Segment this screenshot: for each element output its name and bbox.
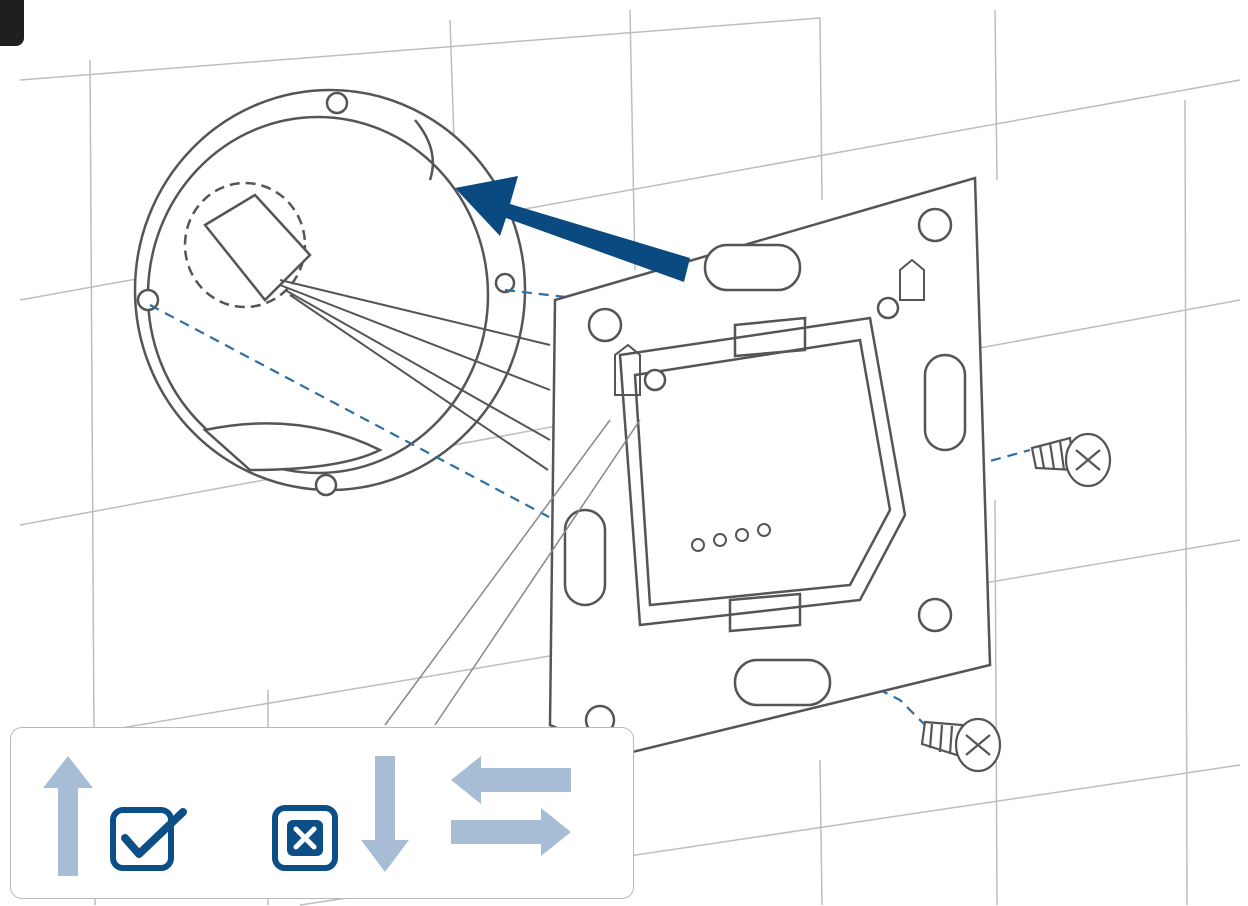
check-box-icon [110,807,187,871]
arrow-down-icon [361,756,409,872]
screw-lower [920,717,1002,773]
insertion-arrow-icon [455,176,690,282]
orientation-legend [10,727,634,899]
arrows-horizontal-icon [451,756,571,856]
mounting-box [133,88,551,497]
callout-lines [384,419,641,726]
corner-tab [0,0,24,46]
mounting-plate [548,176,992,757]
cross-box-icon [272,805,338,871]
arrow-up-icon [43,756,93,876]
screw-upper [1030,432,1112,488]
legend-graphics [43,756,571,876]
